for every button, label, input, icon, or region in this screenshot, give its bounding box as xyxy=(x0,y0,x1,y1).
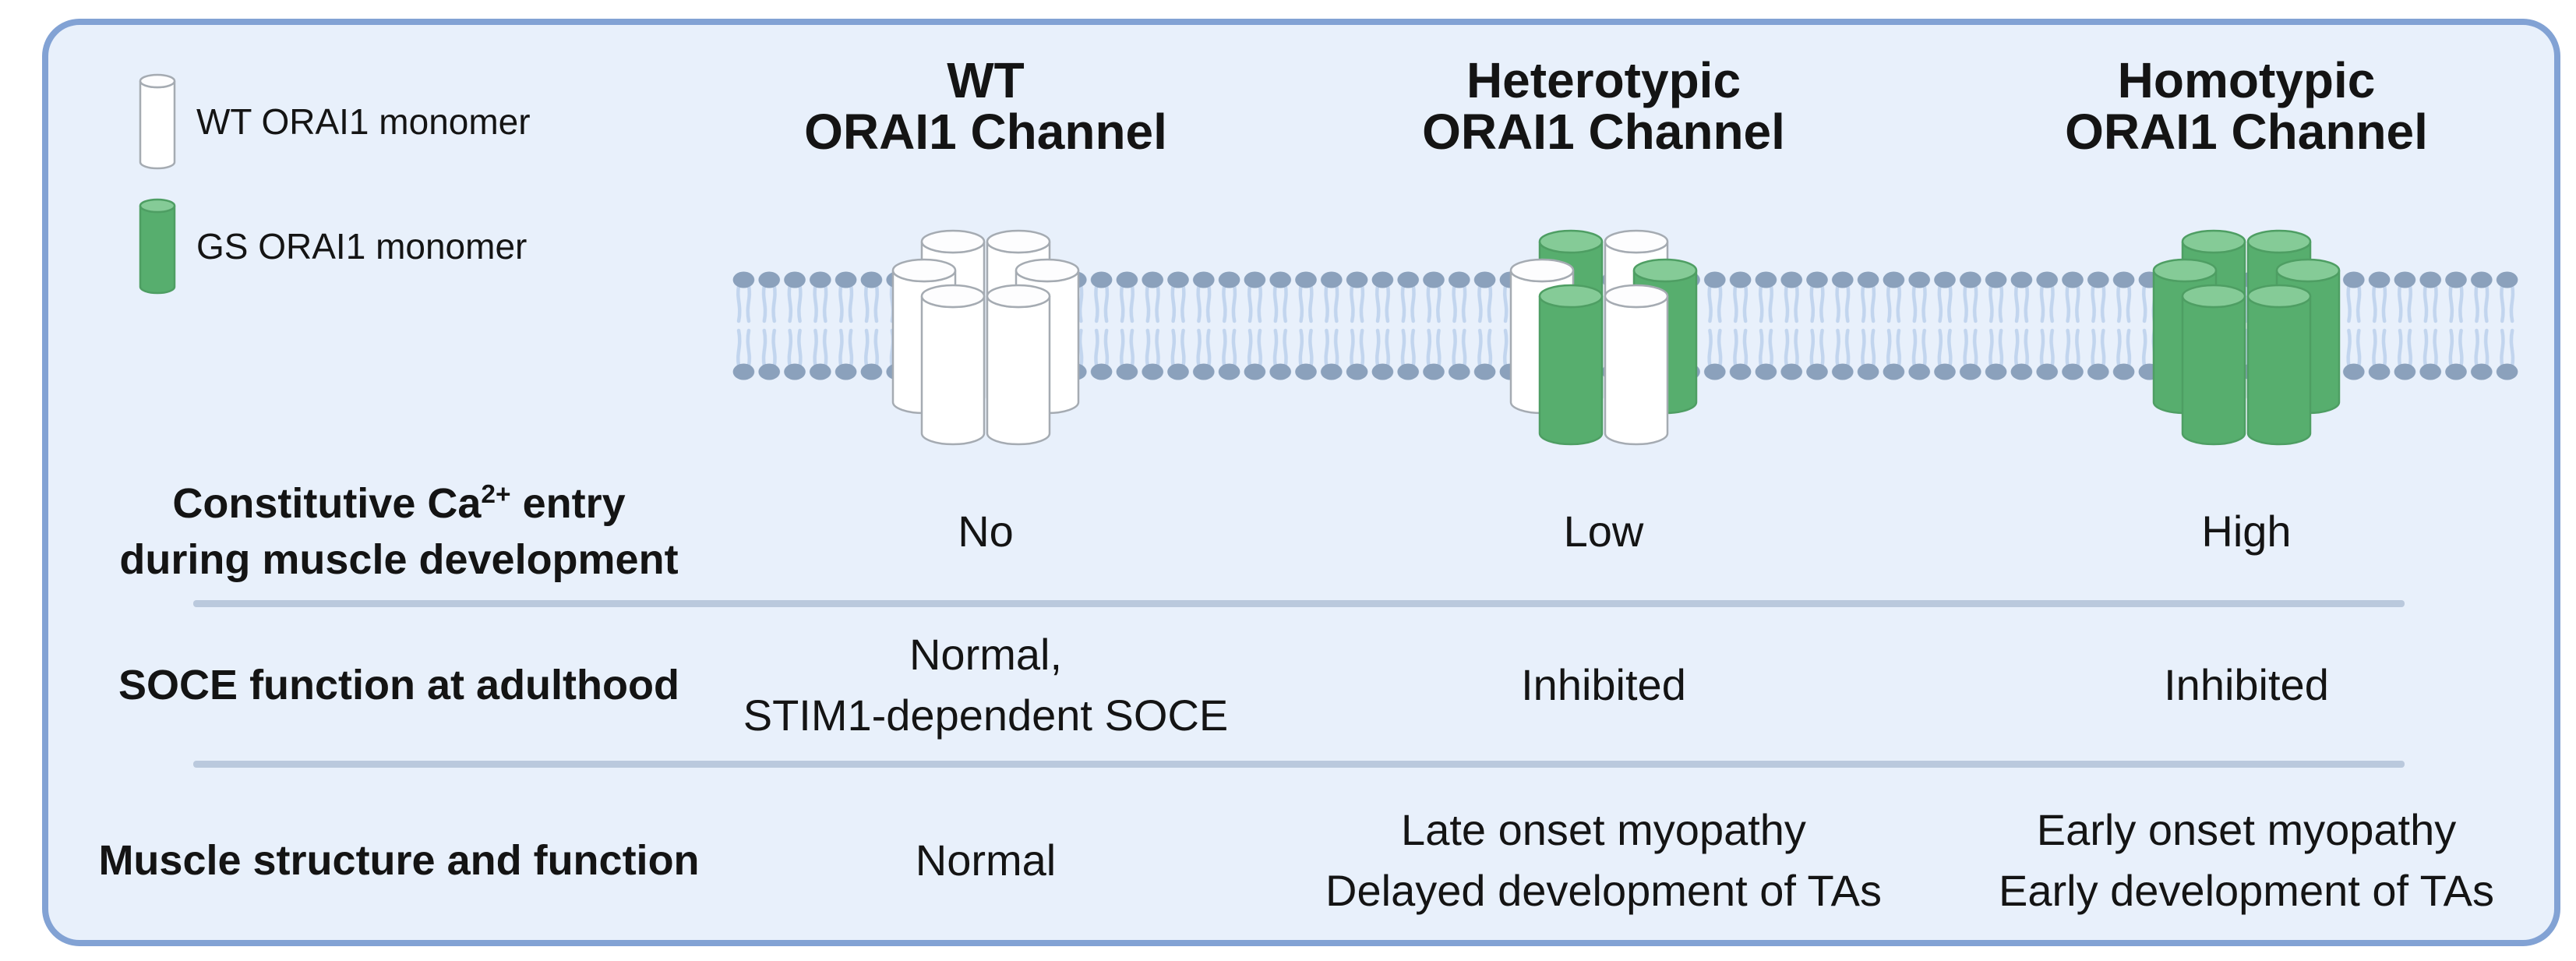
cell-muscle-wt: Normal xyxy=(619,800,1352,921)
column-header-wt-line1: WT xyxy=(947,52,1025,108)
legend-item-gs: GS ORAI1 monomer xyxy=(139,198,527,295)
heterotypic-orai1-channel-illustration xyxy=(1509,229,1698,446)
row-label-line1: SOCE function at adulthood xyxy=(118,657,679,713)
wt-orai1-channel-illustration xyxy=(891,229,1080,446)
row-label-line2: during muscle development xyxy=(119,536,679,583)
row-label-soce-function: SOCE function at adulthood xyxy=(48,627,750,744)
value-line: High xyxy=(2201,507,2292,556)
superscript-2plus: 2+ xyxy=(481,480,511,509)
cell-soce-heterotypic: Inhibited xyxy=(1237,627,1970,744)
label-text: entry xyxy=(510,480,626,527)
column-header-heterotypic-line1: Heterotypic xyxy=(1466,52,1741,108)
column-header-homotypic: Homotypic ORAI1 Channel xyxy=(1896,55,2576,157)
row-divider-2 xyxy=(193,761,2405,768)
value-line: Inhibited xyxy=(2164,660,2329,709)
row-label-muscle-structure: Muscle structure and function xyxy=(48,800,750,921)
row-label-line1: Constitutive Ca2+ entry xyxy=(172,475,625,532)
figure-panel: WT ORAI1 monomer GS ORAI1 monomer WT ORA… xyxy=(42,19,2560,946)
cell-soce-wt: Normal, STIM1-dependent SOCE xyxy=(619,627,1352,744)
column-header-wt-line2: ORAI1 Channel xyxy=(804,104,1167,160)
cell-ca-entry-heterotypic: Low xyxy=(1237,477,1970,586)
row-divider-1 xyxy=(193,600,2405,607)
row-label-constitutive-ca-entry: Constitutive Ca2+ entry during muscle de… xyxy=(48,472,750,591)
value-line: Early onset myopathy xyxy=(2036,805,2457,854)
label-text: SOCE function at adulthood xyxy=(118,662,679,708)
column-header-heterotypic-line2: ORAI1 Channel xyxy=(1422,104,1785,160)
value-line: Early development of TAs xyxy=(1998,866,2494,915)
value-line: Inhibited xyxy=(1521,660,1686,709)
gs-monomer-swatch-icon xyxy=(139,198,176,295)
row-label-line1: Muscle structure and function xyxy=(98,832,699,889)
cell-muscle-heterotypic: Late onset myopathy Delayed development … xyxy=(1237,800,1970,921)
column-header-wt: WT ORAI1 Channel xyxy=(635,55,1336,157)
legend-label-gs: GS ORAI1 monomer xyxy=(196,226,528,267)
value-line: Normal xyxy=(915,836,1057,885)
value-line: Delayed development of TAs xyxy=(1325,866,1882,915)
column-header-heterotypic: Heterotypic ORAI1 Channel xyxy=(1253,55,1954,157)
label-text: Constitutive Ca xyxy=(172,480,482,527)
cell-soce-homotypic: Inhibited xyxy=(1880,627,2576,744)
value-line: STIM1-dependent SOCE xyxy=(743,691,1229,740)
wt-monomer-swatch-icon xyxy=(139,73,176,170)
value-line: Low xyxy=(1563,507,1644,556)
cell-ca-entry-homotypic: High xyxy=(1880,477,2576,586)
legend-label-wt: WT ORAI1 monomer xyxy=(196,101,531,142)
legend-item-wt: WT ORAI1 monomer xyxy=(139,73,531,170)
value-line: Normal, xyxy=(909,630,1063,679)
cell-muscle-homotypic: Early onset myopathy Early development o… xyxy=(1880,800,2576,921)
homotypic-orai1-channel-illustration xyxy=(2152,229,2341,446)
label-text: Muscle structure and function xyxy=(98,837,700,884)
cell-ca-entry-wt: No xyxy=(619,477,1352,586)
column-header-homotypic-line2: ORAI1 Channel xyxy=(2065,104,2428,160)
column-header-homotypic-line1: Homotypic xyxy=(2117,52,2376,108)
value-line: No xyxy=(958,507,1014,556)
value-line: Late onset myopathy xyxy=(1401,805,1806,854)
